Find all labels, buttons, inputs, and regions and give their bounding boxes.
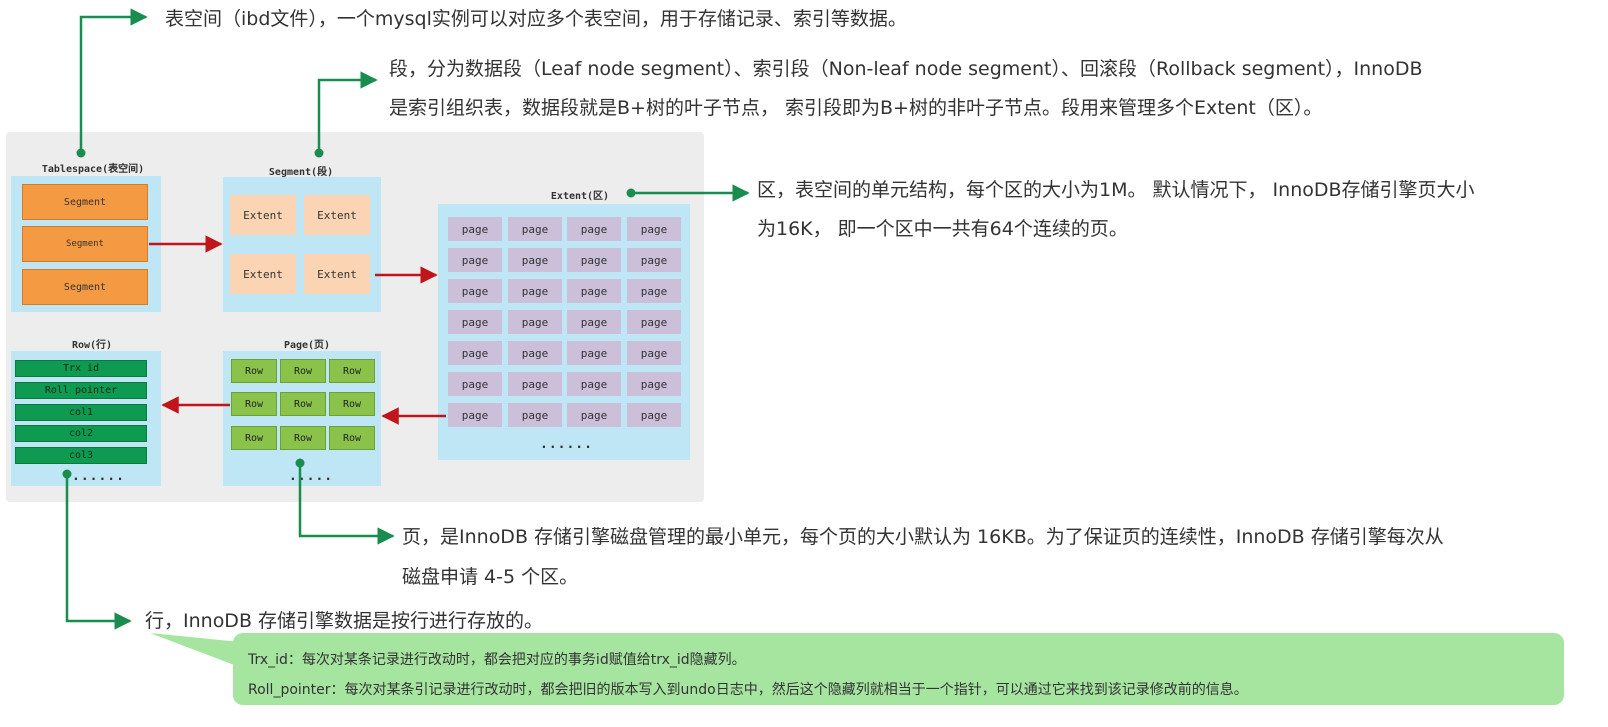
connector-segment — [314, 71, 378, 158]
extent-description-line2: 为16K， 即一个区中一共有64个连续的页。 — [757, 218, 1128, 240]
extent-page-cell: page — [508, 217, 562, 241]
page-row-cell: Row — [329, 392, 375, 416]
connector-tablespace — [76, 8, 148, 158]
extent-page-cell: page — [508, 279, 562, 303]
row-field-roll-pointer: Roll pointer — [15, 382, 147, 399]
extent-more: ...... — [540, 437, 593, 452]
page-row-cell: Row — [329, 359, 375, 383]
page-row-cell: Row — [231, 392, 277, 416]
extent-page-cell: page — [508, 341, 562, 365]
page-row-cell: Row — [329, 426, 375, 450]
extent-page-cell: page — [627, 341, 681, 365]
connector-extent — [626, 184, 750, 202]
extent-page-cell: page — [508, 372, 562, 396]
segment-extent: Extent — [304, 195, 370, 235]
extent-page-cell: page — [567, 279, 621, 303]
extent-page-cell: page — [627, 248, 681, 272]
page-row-cell: Row — [280, 426, 326, 450]
segment-description-line1: 段，分为数据段（Leaf node segment）、索引段（Non-leaf … — [389, 58, 1423, 80]
extent-page-cell: page — [448, 279, 502, 303]
connector-page — [295, 458, 395, 545]
extent-page-cell: page — [567, 341, 621, 365]
extent-page-cell: page — [567, 310, 621, 334]
row-field-col3: col3 — [15, 447, 147, 464]
segment-extent: Extent — [304, 254, 370, 294]
extent-page-cell: page — [627, 403, 681, 427]
extent-page-cell: page — [567, 217, 621, 241]
extent-page-cell: page — [627, 310, 681, 334]
extent-description-line1: 区，表空间的单元结构，每个区的大小为1M。 默认情况下， InnoDB存储引擎页… — [757, 179, 1475, 201]
extent-page-cell: page — [448, 341, 502, 365]
extent-page-cell: page — [508, 403, 562, 427]
extent-page-cell: page — [448, 403, 502, 427]
extent-page-cell: page — [448, 248, 502, 272]
tablespace-segment: Segment — [22, 184, 148, 220]
extent-page-cell: page — [567, 248, 621, 272]
row-field-col2: col2 — [15, 425, 147, 442]
segment-extent: Extent — [230, 254, 296, 294]
extent-page-cell: page — [627, 372, 681, 396]
page-title: Page(页) — [283, 340, 331, 351]
row-more: ...... — [72, 469, 125, 484]
tablespace-segment: Segment — [22, 269, 148, 305]
segment-extent: Extent — [230, 195, 296, 235]
tablespace-title: Tablespace(表空间) — [41, 164, 145, 175]
page-row-cell: Row — [280, 359, 326, 383]
page-description-line2: 磁盘申请 4-5 个区。 — [402, 566, 579, 588]
extent-page-cell: page — [508, 310, 562, 334]
row-field-trx-id: Trx id — [15, 360, 147, 377]
hidden-columns-note — [233, 633, 1564, 705]
extent-page-cell: page — [448, 217, 502, 241]
tablespace-description: 表空间（ibd文件），一个mysql实例可以对应多个表空间，用于存储记录、索引等… — [165, 8, 907, 30]
extent-page-cell: page — [567, 403, 621, 427]
segment-description-line2: 是索引组织表，数据段就是B+树的叶子节点， 索引段即为B+树的非叶子节点。段用来… — [389, 97, 1323, 119]
row-title: Row(行) — [71, 340, 113, 351]
note-trx-id: Trx_id：每次对某条记录进行改动时，都会把对应的事务id赋值给trx_id隐… — [248, 652, 746, 668]
page-row-cell: Row — [280, 392, 326, 416]
page-row-cell: Row — [231, 426, 277, 450]
extent-page-cell: page — [448, 372, 502, 396]
page-description-line1: 页，是InnoDB 存储引擎磁盘管理的最小单元，每个页的大小默认为 16KB。为… — [402, 526, 1444, 548]
row-field-col1: col1 — [15, 404, 147, 421]
extent-page-cell: page — [567, 372, 621, 396]
note-roll-pointer: Roll_pointer：每次对某条引记录进行改动时，都会把旧的版本写入到und… — [248, 682, 1248, 698]
extent-page-cell: page — [508, 248, 562, 272]
extent-title: Extent(区) — [550, 191, 610, 202]
connector-row — [62, 469, 132, 630]
segment-title: Segment(段) — [268, 167, 334, 178]
tablespace-segment: Segment — [22, 226, 148, 262]
extent-page-cell: page — [448, 310, 502, 334]
extent-page-cell: page — [627, 217, 681, 241]
page-row-cell: Row — [231, 359, 277, 383]
row-description: 行，InnoDB 存储引擎数据是按行进行存放的。 — [145, 610, 544, 632]
extent-page-cell: page — [627, 279, 681, 303]
